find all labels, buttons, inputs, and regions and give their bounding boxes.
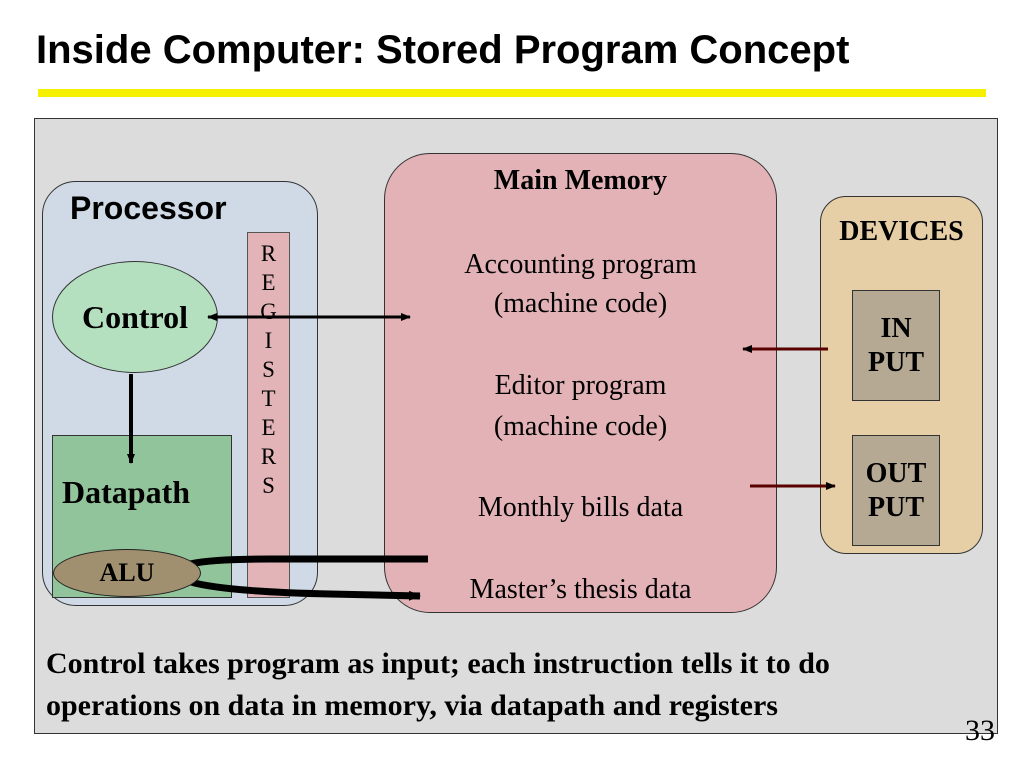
registers-letter: E bbox=[261, 415, 276, 440]
caption-line-1: Control takes program as input; each ins… bbox=[46, 647, 830, 680]
alu-unit: ALU bbox=[53, 549, 201, 597]
datapath-label: Datapath bbox=[62, 474, 191, 510]
input-label-line1: IN bbox=[880, 312, 912, 344]
slide-title: Inside Computer: Stored Program Concept bbox=[36, 28, 850, 72]
control-label: Control bbox=[81, 298, 189, 335]
main-memory-box bbox=[384, 153, 777, 613]
control-unit: Control bbox=[52, 261, 218, 373]
output-label-line2: PUT bbox=[868, 491, 924, 523]
registers-letter: R bbox=[260, 444, 277, 469]
devices-title: DEVICES bbox=[839, 216, 964, 247]
memory-item: (machine code) bbox=[493, 411, 668, 442]
registers-letter: E bbox=[261, 270, 276, 295]
processor-label: Processor bbox=[70, 190, 227, 226]
registers-box: R E G I S T E R S bbox=[247, 232, 290, 598]
memory-item: Monthly bills data bbox=[477, 492, 684, 523]
slide-caption: Control takes program as input; each ins… bbox=[46, 643, 1006, 727]
registers-letter: S bbox=[262, 357, 275, 382]
page-number: 33 bbox=[965, 714, 995, 747]
title-underline bbox=[38, 89, 986, 97]
memory-item: Accounting program bbox=[464, 249, 697, 280]
registers-letter: R bbox=[260, 241, 277, 266]
memory-item: Master’s thesis data bbox=[469, 574, 692, 605]
alu-label: ALU bbox=[99, 558, 155, 587]
input-device-box: IN PUT bbox=[852, 290, 940, 401]
registers-letter: I bbox=[264, 328, 273, 353]
caption-line-2: operations on data in memory, via datapa… bbox=[46, 689, 778, 722]
input-label-line2: PUT bbox=[868, 346, 924, 378]
memory-item: (machine code) bbox=[493, 288, 668, 319]
registers-letter: T bbox=[261, 386, 276, 411]
memory-item: Editor program bbox=[494, 370, 667, 401]
registers-letter: S bbox=[262, 473, 275, 498]
alu-memory-loop-arrow bbox=[173, 555, 428, 601]
main-memory-title: Main Memory bbox=[493, 165, 668, 196]
output-label-line1: OUT bbox=[865, 457, 927, 489]
output-device-box: OUT PUT bbox=[852, 435, 940, 546]
